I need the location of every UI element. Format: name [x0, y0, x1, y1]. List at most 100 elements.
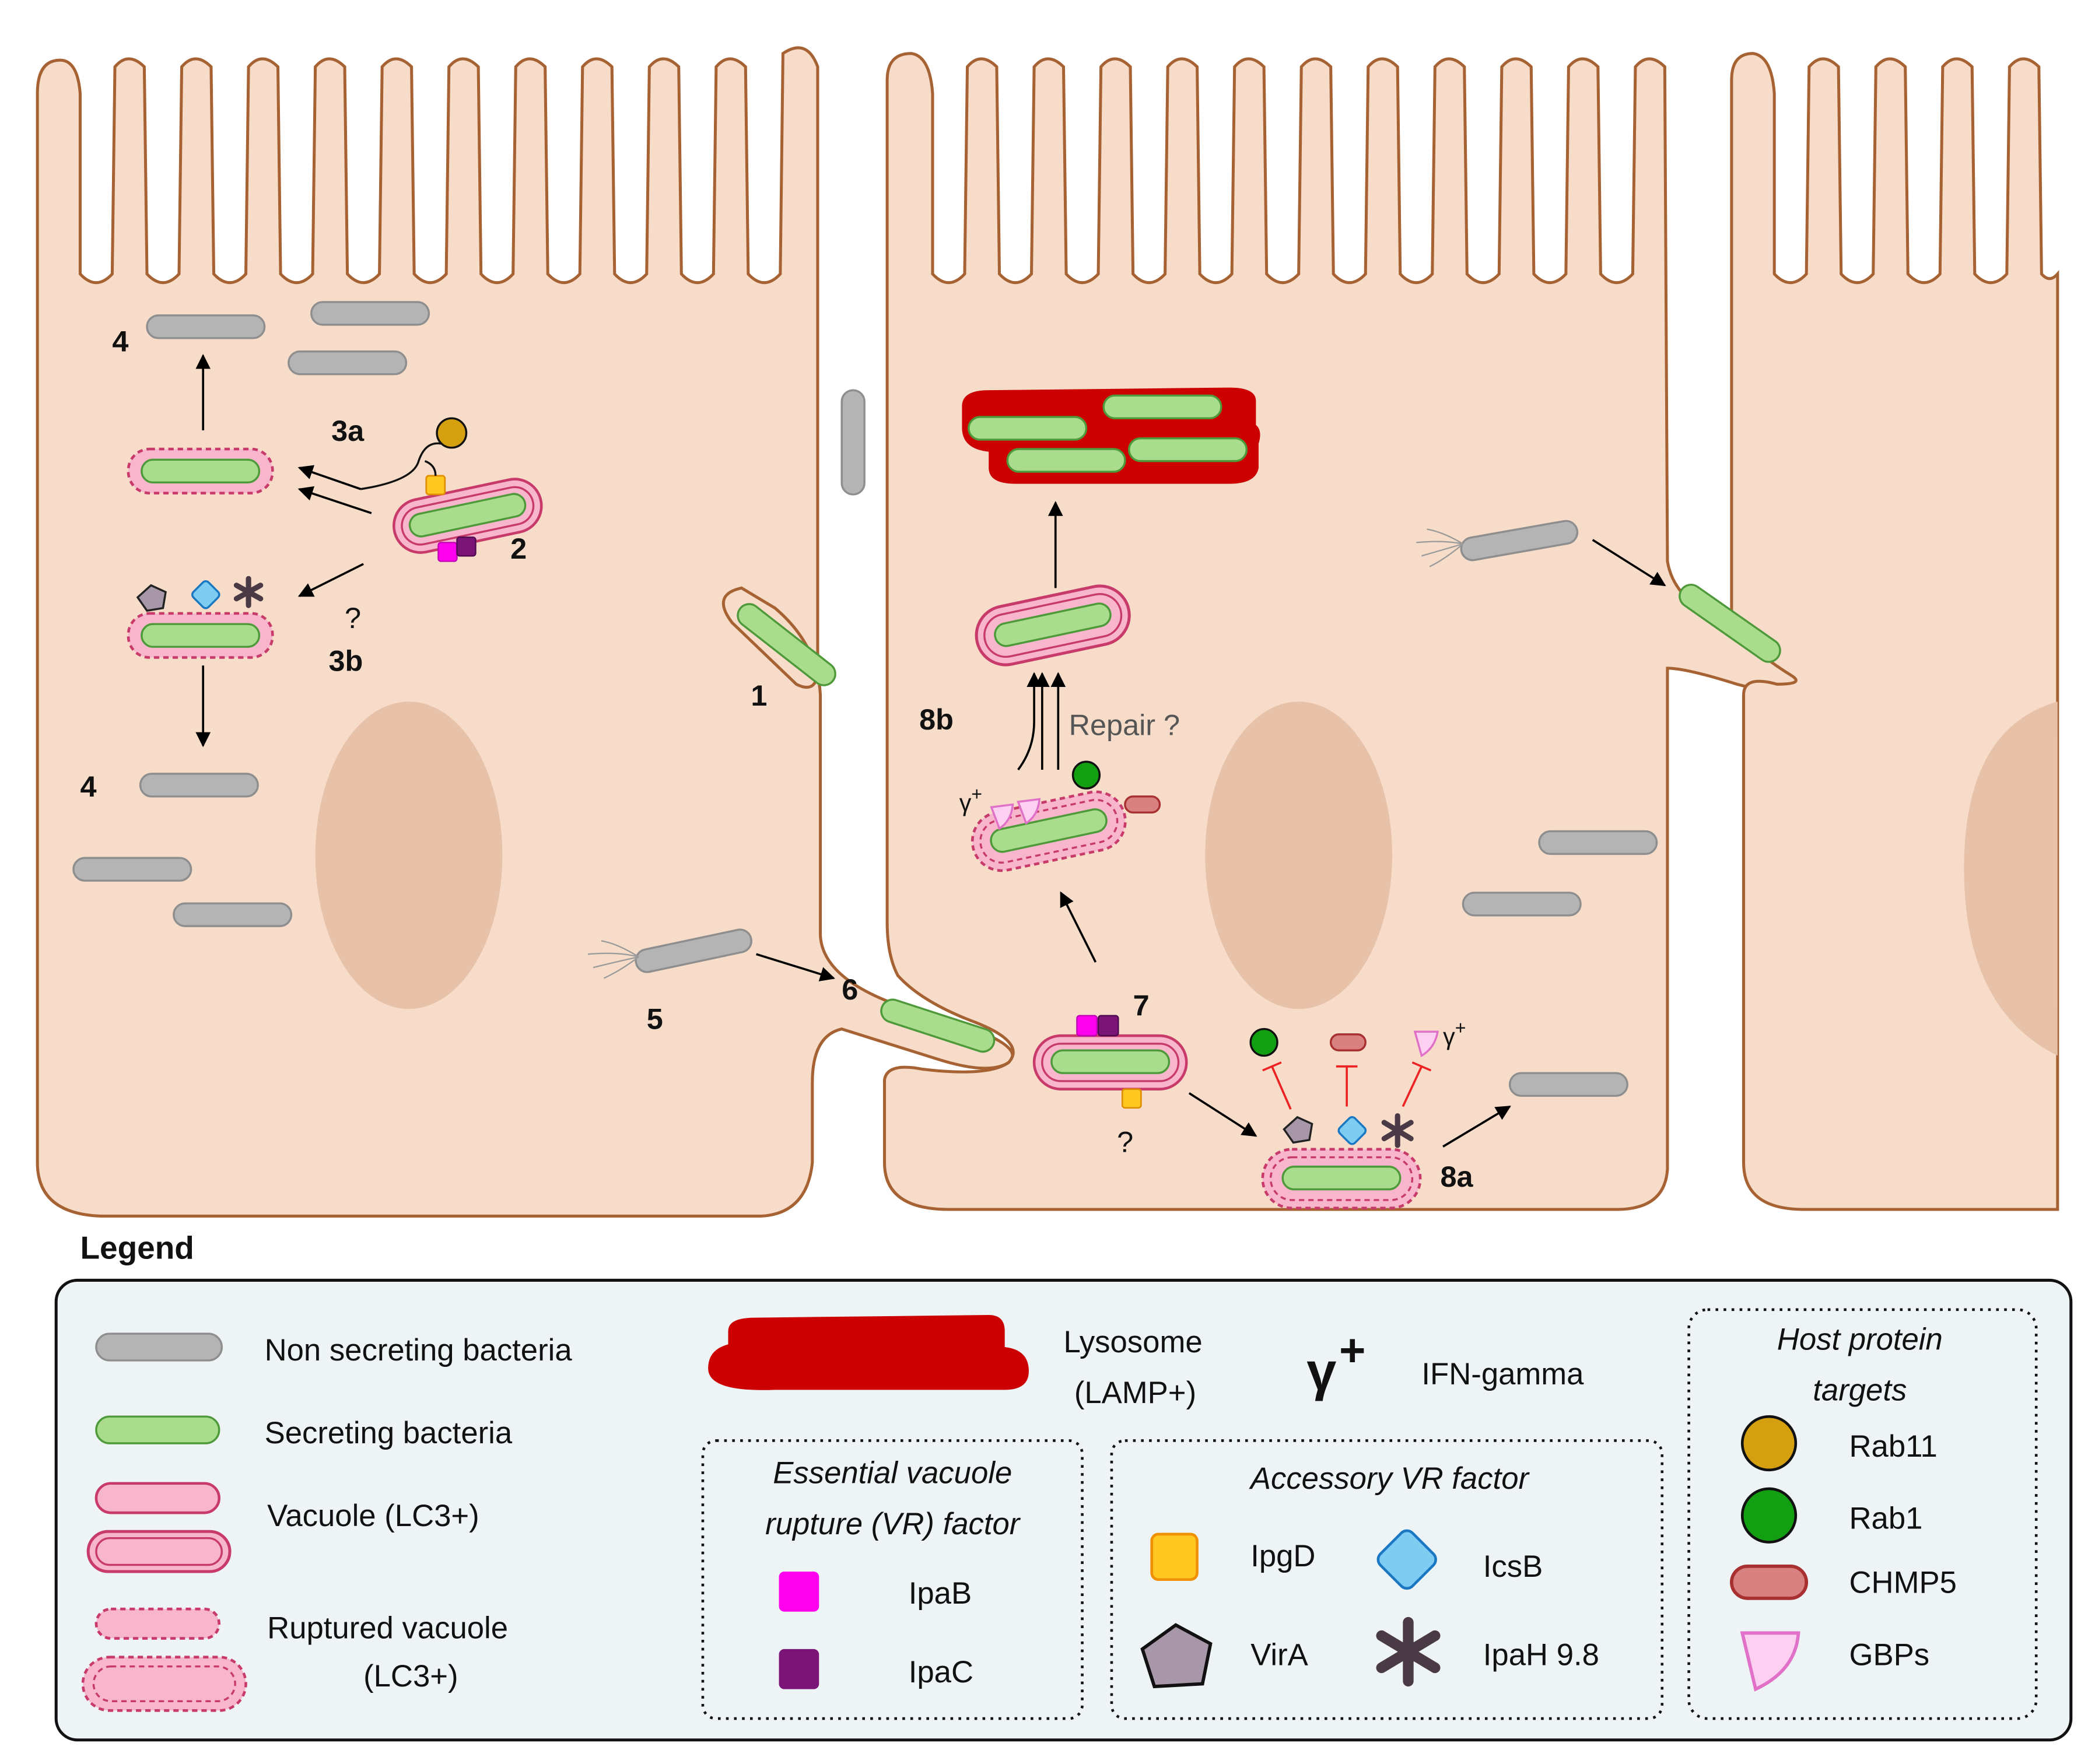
- cell-effectors: [136, 417, 1439, 1148]
- repaired-vacuole-8b: [975, 584, 1131, 667]
- legend-ipah-icon: [1376, 1616, 1441, 1687]
- cell-middle: [883, 52, 1801, 1211]
- rab1-icon: [1071, 760, 1101, 790]
- arrow: [297, 465, 362, 490]
- green-bacterium: [994, 602, 1112, 647]
- arrows: [195, 354, 1666, 1148]
- gray-bacterium: [288, 350, 408, 376]
- legend-gbps-label: GBPs: [1849, 1637, 1929, 1672]
- label-question-7: ?: [1117, 1125, 1133, 1158]
- legend-ifn-symbol: γ+: [1306, 1324, 1365, 1401]
- arrow: [1060, 891, 1097, 963]
- arrow: [1188, 1092, 1257, 1137]
- gbps-icon: [990, 803, 1014, 830]
- icsb-icon: [1337, 1116, 1367, 1145]
- legend-ipac-label: IpaC: [909, 1655, 973, 1689]
- gray-bacterium-flagellated: [635, 928, 752, 973]
- gray-bacterium: [1508, 1072, 1628, 1097]
- legend-chmp5-icon: [1730, 1564, 1809, 1600]
- legend-rab11-icon: [1740, 1415, 1798, 1472]
- legend-essential-title-line1: Essential vacuole: [773, 1456, 1012, 1491]
- legend-lysosome-label-line1: Lysosome: [1063, 1325, 1202, 1359]
- legend-rab1-label: Rab1: [1849, 1502, 1922, 1536]
- chmp5-icon: [1329, 1033, 1367, 1051]
- green-bacterium: [1006, 448, 1126, 473]
- legend-ruptured-label-line1: Ruptured vacuole: [267, 1611, 508, 1646]
- legend-icsb-label: IcsB: [1483, 1549, 1543, 1584]
- legend-ipah-label: IpaH 9.8: [1483, 1637, 1599, 1672]
- ipac-icon: [1097, 1015, 1119, 1037]
- legend-ipgd-icon: [1150, 1532, 1199, 1581]
- legend-vira-icon: [1140, 1623, 1213, 1689]
- legend-vira-label: VirA: [1250, 1637, 1308, 1672]
- gamma-symbol-8a: γ+: [1443, 1018, 1466, 1050]
- legend-vacuole-label: Vacuole (LC3+): [267, 1499, 479, 1533]
- chmp5-icon: [1124, 795, 1161, 814]
- ipab-icon: [1076, 1015, 1098, 1037]
- legend-vacuole-swatch-single: [94, 1482, 220, 1514]
- label-step-8b: 8b: [919, 703, 954, 736]
- label-repair: Repair ?: [1069, 708, 1180, 741]
- ipah-icon: [233, 576, 264, 608]
- step-labels: 4 3a 2 ? 3b 4 1 5 6 7 ? 8a 8b: [80, 325, 1473, 1193]
- arrow: [1442, 1105, 1511, 1148]
- legend-vacuole-swatch-double: [86, 1530, 232, 1573]
- legend-host-title-line2: targets: [1813, 1373, 1907, 1408]
- legend-box: [54, 1278, 2073, 1742]
- ruptured-vacuole-8a: [1261, 1148, 1422, 1209]
- gray-bacterium: [310, 301, 430, 326]
- green-bacterium-protrusion-right: [1679, 583, 1781, 663]
- non-secreting-bacteria-group: [72, 301, 1658, 1097]
- ipac-icon: [456, 536, 477, 557]
- green-bacterium-protrusion-6: [880, 998, 996, 1053]
- ruptured-vacuole-3b: [127, 612, 274, 659]
- label-step-4-top: 4: [112, 325, 128, 358]
- legend-chmp5-label: CHMP5: [1849, 1566, 1956, 1600]
- vacuole-step-7: [1032, 1034, 1188, 1090]
- legend-lysosome-swatch: [708, 1315, 1029, 1390]
- flagella: [587, 528, 1464, 979]
- label-step-6: 6: [842, 973, 858, 1006]
- nucleus-middle: [1205, 702, 1393, 1009]
- green-bacterium: [990, 808, 1108, 853]
- arrow: [297, 486, 372, 514]
- ipgd-linker: [424, 460, 437, 476]
- legend-ipab-label: IpaB: [909, 1576, 972, 1611]
- legend-lysosome-label-line2: (LAMP+): [1074, 1376, 1196, 1410]
- label-step-4-bottom: 4: [80, 770, 96, 803]
- legend-ifn-label: IFN-gamma: [1421, 1357, 1584, 1391]
- gray-bacterium: [72, 857, 192, 882]
- legend-ruptured-swatch-double: [81, 1656, 247, 1712]
- legend-accessory-title: Accessory VR factor: [1249, 1461, 1530, 1496]
- gamma-symbol-cell2: γ+: [959, 784, 982, 816]
- label-step-3b: 3b: [329, 644, 363, 677]
- legend-ipac-icon: [779, 1649, 819, 1689]
- ipgd-icon: [1121, 1088, 1142, 1109]
- ipab-icon: [437, 542, 458, 562]
- rab1-icon: [1249, 1027, 1278, 1057]
- gray-bacterium: [1462, 892, 1582, 917]
- ipgd-icon: [425, 475, 446, 496]
- legend-essential-box: [701, 1439, 1084, 1720]
- label-step-5: 5: [647, 1002, 663, 1036]
- green-bacterium: [141, 623, 261, 648]
- protrusion-bacteria: [737, 583, 1781, 1053]
- green-bacterium: [1102, 394, 1222, 420]
- rab11-icon: [436, 417, 468, 449]
- ruptured-vacuole-3a: [127, 447, 274, 495]
- legend-ipab-icon: [779, 1572, 819, 1612]
- label-step-1: 1: [751, 679, 767, 712]
- legend-ipgd-label: IpgD: [1250, 1539, 1315, 1573]
- legend-ruptured-swatch-single: [94, 1607, 220, 1640]
- label-step-8a: 8a: [1441, 1160, 1474, 1193]
- gray-bacterium: [840, 389, 866, 496]
- legend-non-secreting-swatch: [95, 1332, 223, 1362]
- legend-secreting-swatch: [95, 1415, 220, 1444]
- arrow: [1592, 539, 1666, 587]
- icsb-icon: [191, 580, 220, 609]
- rab11-linker: [360, 442, 442, 490]
- vira-icon: [1283, 1116, 1313, 1144]
- arrow: [756, 953, 835, 981]
- gbps-icon: [1413, 1030, 1439, 1058]
